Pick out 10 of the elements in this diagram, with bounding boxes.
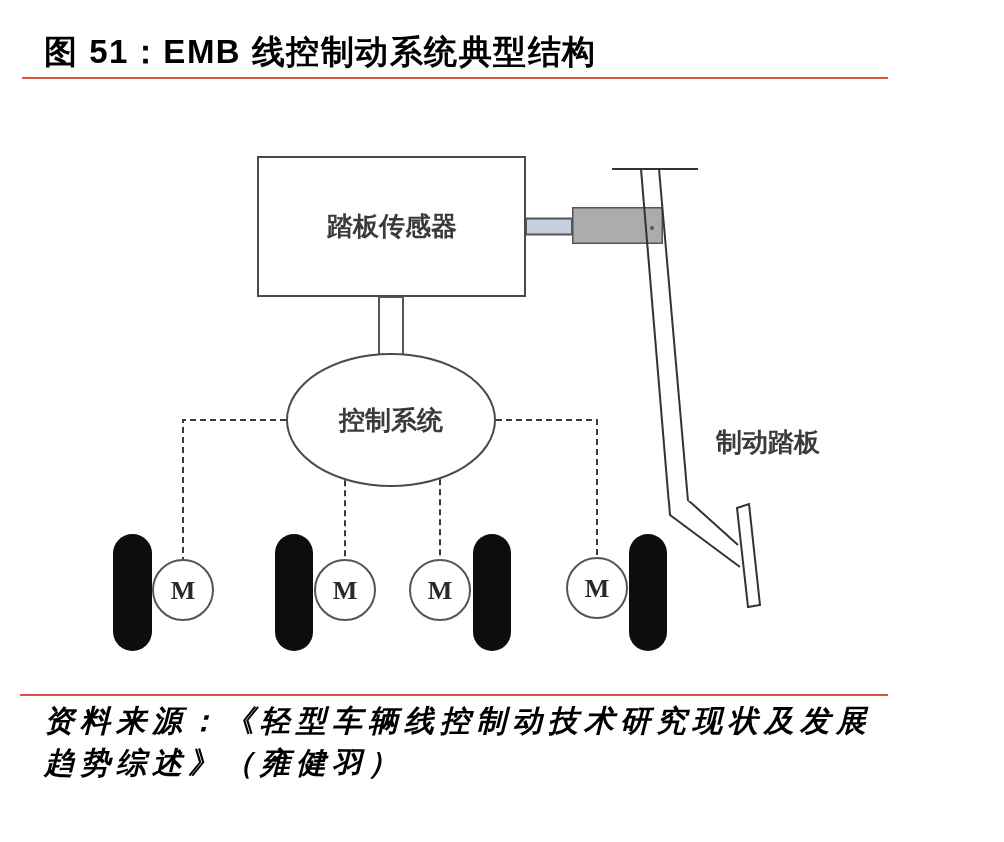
dashed-connector [182, 419, 287, 560]
connector-bar [525, 217, 573, 236]
pedal-label: 制动踏板 [716, 427, 820, 459]
sensor-box: 踏板传感器 [257, 156, 526, 297]
source-caption: 资料来源：《轻型车辆线控制动技术研究现状及发展趋势综述》（雍健羽） [44, 703, 873, 781]
sensor-cylinder [572, 207, 663, 244]
figure-title: 图 51：EMB 线控制动系统典型结构 [44, 32, 597, 72]
brake-pedal-arm [610, 166, 700, 501]
dashed-connector [495, 419, 598, 558]
control-ellipse: 控制系统 [286, 353, 496, 487]
